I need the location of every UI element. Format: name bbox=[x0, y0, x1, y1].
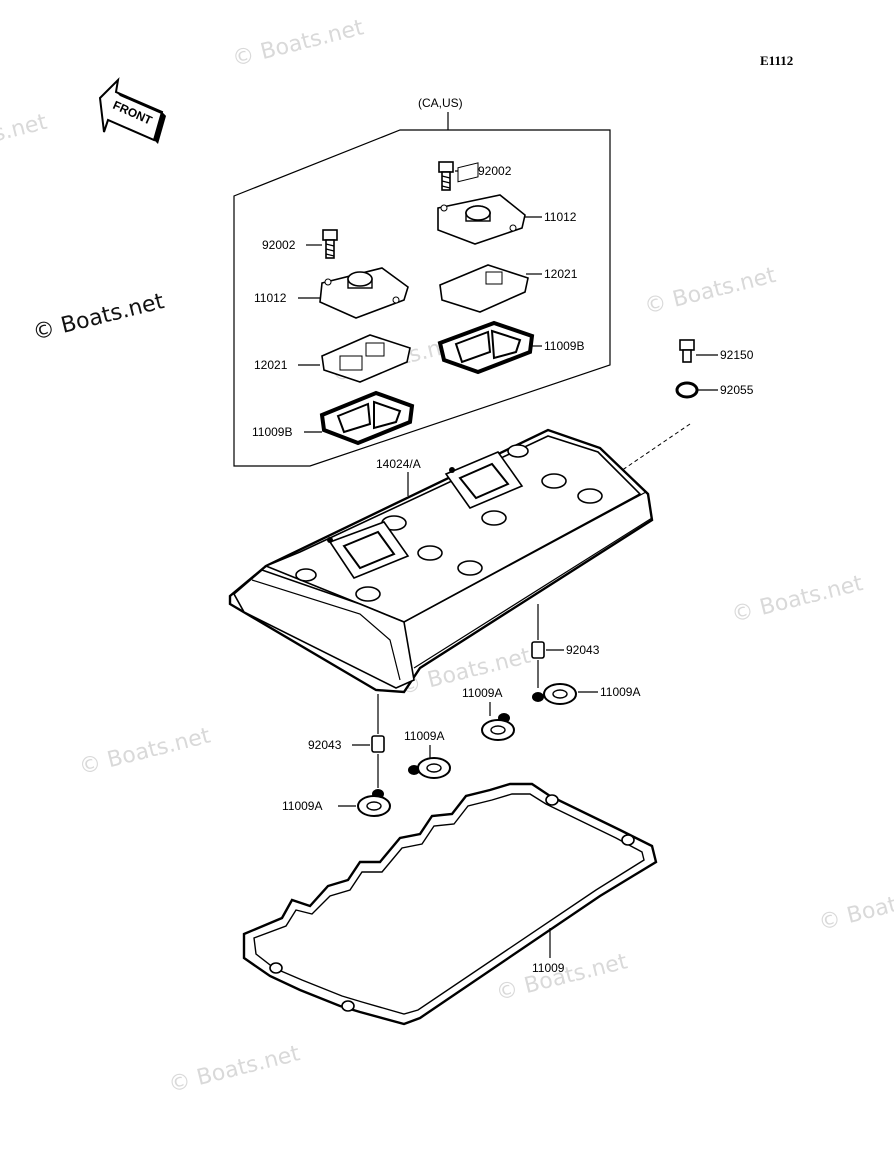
part-label-plate-left: 12021 bbox=[254, 358, 288, 372]
part-label-gasket-b-left: 11009B bbox=[252, 425, 292, 439]
watermark-text: © Boats.net bbox=[77, 723, 214, 780]
watermark-text: © Boats.net bbox=[553, 0, 690, 2]
watermark-text: © Boats.net bbox=[642, 263, 779, 320]
part-label-o-ring-mid: 11009A bbox=[462, 686, 502, 700]
gasket-b-left: 11009B bbox=[252, 390, 415, 446]
o-ring-left: 11009A bbox=[282, 789, 391, 817]
region-label: (CA,US) bbox=[418, 96, 463, 110]
part-label-washer-right: 92055 bbox=[720, 383, 754, 397]
watermark-text: © Boats.net bbox=[816, 879, 894, 936]
part-label-bolt-left: 92002 bbox=[262, 238, 296, 252]
washer-right: 92055 bbox=[675, 381, 754, 399]
part-label-cover: 14024/A bbox=[376, 457, 421, 471]
dowel-right: 92043 bbox=[531, 604, 600, 688]
gasket-b-top: 11009B bbox=[437, 320, 584, 375]
diagram-code: E1112 bbox=[760, 53, 793, 68]
o-ring-mid: 11009A bbox=[462, 686, 515, 741]
cylinder-head-cover: 14024/A bbox=[228, 428, 654, 694]
part-label-dowel-left: 92043 bbox=[308, 738, 342, 752]
dowel-left: 92043 bbox=[308, 694, 385, 788]
part-label-plate-top: 12021 bbox=[544, 267, 578, 281]
region-callout: (CA,US) bbox=[233, 96, 611, 467]
plate-top: 12021 bbox=[439, 162, 578, 313]
watermark-text: © Boats.net bbox=[494, 949, 631, 1006]
plate-left: 12021 bbox=[254, 334, 411, 383]
part-label-o-ring-left: 11009A bbox=[282, 799, 322, 813]
o-ring-right: 11009A bbox=[532, 683, 640, 705]
watermark-text: © Boats.net bbox=[166, 1041, 303, 1098]
cover-gasket: 11009 bbox=[242, 782, 658, 1026]
bolt-left: 92002 bbox=[262, 229, 338, 259]
watermark-text: © Boats.net bbox=[0, 110, 50, 167]
watermark-text: © Boats.net bbox=[729, 571, 866, 628]
part-label-bolt-right: 92150 bbox=[720, 348, 754, 362]
watermark-text: © Boats.net bbox=[230, 15, 367, 72]
part-label-o-ring-right: 11009A bbox=[600, 685, 640, 699]
part-label-dowel-right: 92043 bbox=[566, 643, 600, 657]
cap-left: 11012 bbox=[254, 267, 409, 319]
o-ring-center: 11009A bbox=[404, 729, 451, 779]
part-label-o-ring-center: 11009A bbox=[404, 729, 444, 743]
part-label-gasket-b-top: 11009B bbox=[544, 339, 584, 353]
bolt-right: 92150 bbox=[679, 339, 754, 363]
part-label-bolt-top: 92002 bbox=[478, 164, 512, 178]
front-arrow-icon: FRONT bbox=[98, 77, 166, 144]
part-label-cap-top: 11012 bbox=[544, 210, 577, 224]
cap-top: 11012 bbox=[437, 194, 577, 245]
watermark-main: © Boats.net bbox=[30, 289, 167, 346]
part-label-cap-left: 11012 bbox=[254, 291, 287, 305]
part-label-gasket: 11009 bbox=[532, 961, 565, 975]
